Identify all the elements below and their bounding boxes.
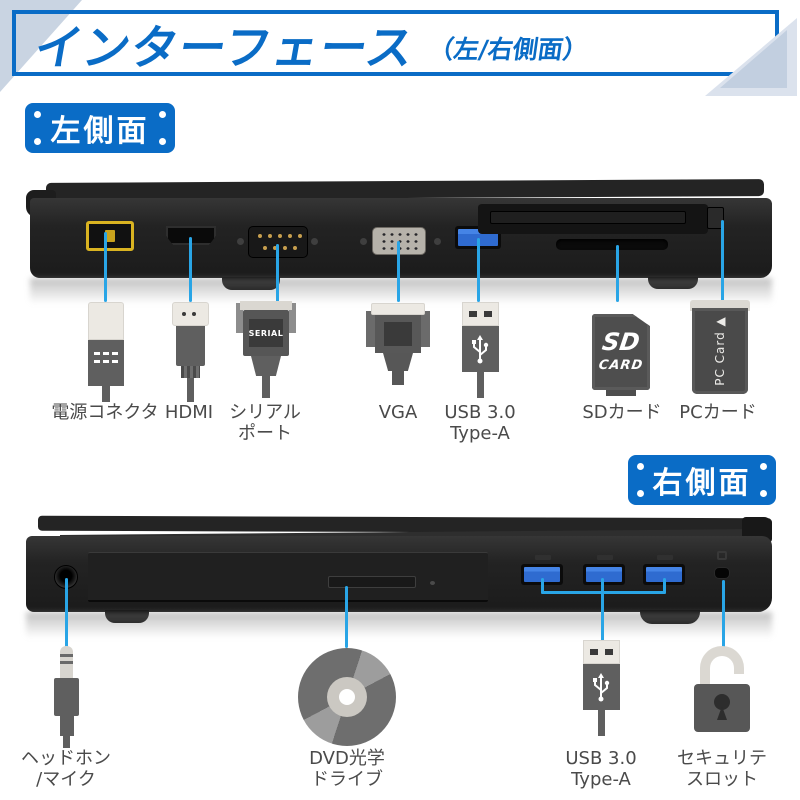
left-laptop-reflection	[30, 278, 772, 304]
callout-line	[663, 578, 666, 594]
dvd-eject-button	[328, 576, 416, 588]
callout-line	[65, 578, 68, 648]
callout-line	[104, 232, 107, 302]
badge-corner-dot	[637, 490, 644, 497]
badge-corner-dot	[159, 111, 166, 118]
callout-line	[397, 241, 400, 302]
port-label: VGA	[378, 402, 418, 423]
serial-port-pins	[258, 234, 262, 238]
dvd-drive-face	[88, 552, 488, 602]
power-port-pin	[105, 230, 115, 242]
badge-corner-dot	[159, 138, 166, 145]
pc-card-icon-text: PC Card ▲	[713, 316, 728, 386]
usb-port-tongue	[524, 567, 560, 582]
page-title: インターフェース	[30, 20, 419, 76]
callout-line	[276, 244, 279, 302]
right-side-badge-label: 右側面	[652, 466, 752, 501]
callout-line	[477, 238, 480, 302]
usb-marking	[535, 555, 551, 560]
screw-hole	[311, 238, 318, 245]
usb-port-tongue	[586, 567, 622, 582]
port-label: シリアルポート	[229, 402, 301, 444]
usb-port	[643, 564, 685, 585]
sd-card-icon-text: SD	[600, 328, 642, 356]
port-label: ヘッドホン/マイク	[21, 748, 111, 790]
dvd-indicator-light	[430, 581, 435, 585]
usb-marking	[657, 555, 673, 560]
serial-icon-label: SERIAL	[249, 319, 283, 347]
badge-corner-dot	[34, 138, 41, 145]
sd-card-slot	[556, 239, 668, 250]
port-label: 電源コネクタ	[51, 402, 159, 423]
serial-port-pins	[263, 246, 267, 250]
badge-corner-dot	[34, 111, 41, 118]
callout-line	[345, 586, 348, 648]
security-lock-marking	[717, 551, 727, 560]
usb-symbol-icon	[593, 673, 610, 702]
usb-port	[583, 564, 625, 585]
hdmi-port	[166, 226, 216, 245]
callout-line	[722, 580, 725, 648]
callout-line	[189, 237, 192, 302]
title-box: インターフェース （左/右側面）	[12, 10, 779, 76]
usb-port	[521, 564, 563, 585]
sd-card-icon-text: CARD	[597, 358, 645, 373]
pc-card-eject-button	[707, 207, 724, 229]
page-subtitle: （左/右側面）	[426, 35, 590, 64]
port-label: セキュリテスロット	[677, 748, 767, 790]
screw-hole	[237, 238, 244, 245]
right-side-badge: 右側面	[628, 455, 776, 505]
usb-port-tongue	[646, 567, 682, 582]
port-label: HDMI	[164, 402, 214, 423]
port-label: DVD光学ドライブ	[309, 748, 385, 790]
left-side-badge-label: 左側面	[50, 114, 150, 149]
pc-card-slot-opening	[490, 211, 686, 224]
badge-corner-dot	[637, 463, 644, 470]
callout-line	[601, 578, 604, 594]
callout-line	[721, 220, 724, 302]
callout-line	[601, 591, 604, 650]
right-laptop-reflection	[26, 612, 772, 638]
port-label: PCカード	[679, 402, 757, 423]
badge-corner-dot	[760, 490, 767, 497]
usb-symbol-icon	[472, 335, 489, 364]
usb-marking	[597, 555, 613, 560]
port-label: SDカード	[582, 402, 662, 423]
right-laptop-lid-edge	[60, 529, 760, 539]
power-port	[86, 221, 134, 251]
screw-hole	[434, 238, 441, 245]
left-side-badge: 左側面	[25, 103, 175, 153]
callout-line	[616, 245, 619, 302]
left-laptop-lid	[46, 179, 764, 200]
badge-corner-dot	[760, 463, 767, 470]
screw-hole	[360, 238, 367, 245]
security-slot	[714, 567, 730, 579]
callout-line	[541, 578, 544, 594]
